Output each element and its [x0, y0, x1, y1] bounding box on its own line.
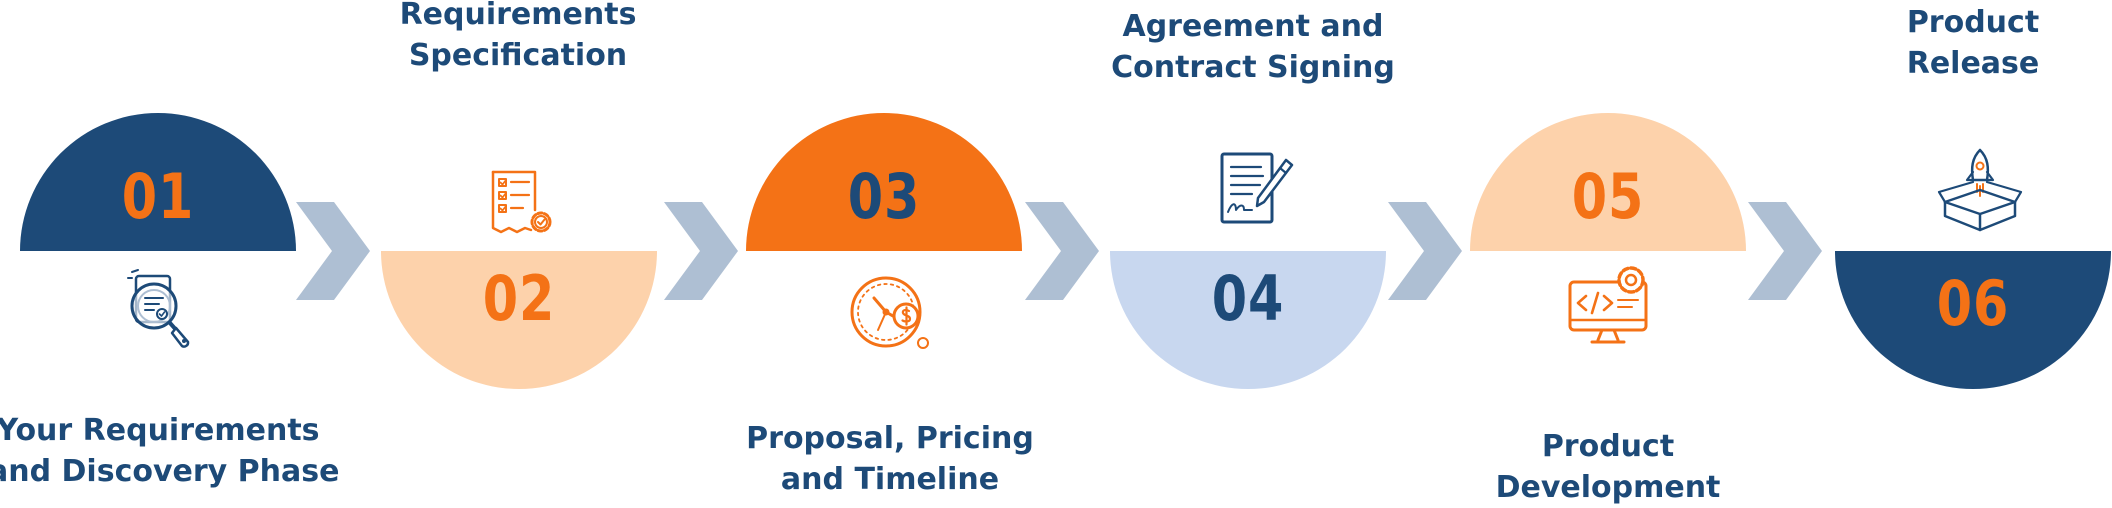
step-04-number: 04 [1211, 262, 1285, 335]
step-02-label: Requirements Specification [399, 0, 637, 73]
step-05-number: 05 [1571, 160, 1645, 233]
step-05-label: Product Development [1495, 429, 1721, 505]
step-03-half-disc [746, 113, 1022, 251]
step-01-label: Your Requirements and Discovery Phase [0, 413, 340, 489]
chevron-arrow-2 [664, 202, 738, 300]
checklist-gear-icon [491, 170, 552, 234]
chevron-arrow-1 [296, 202, 370, 300]
step-02-number: 02 [482, 262, 556, 335]
step-06-half-disc [1835, 251, 2111, 389]
step-06-label: Product Release [1906, 5, 2040, 81]
step-03-number: 03 [847, 160, 921, 233]
step-01-half-disc [20, 113, 296, 251]
step-03-label: Proposal, Pricing and Timeline [746, 421, 1034, 497]
step-01-number: 01 [121, 160, 195, 233]
rocket-box-icon [1937, 148, 2023, 232]
step-04-label: Agreement and Contract Signing [1111, 9, 1395, 85]
chevron-arrow-4 [1388, 202, 1462, 300]
step-05-half-disc [1470, 113, 1746, 251]
step-06-number: 06 [1936, 267, 2010, 340]
code-monitor-icon [1568, 266, 1648, 344]
chevron-arrow-3 [1025, 202, 1099, 300]
step-02-half-disc [381, 251, 657, 389]
chevron-arrow-5 [1748, 202, 1822, 300]
clock-dollar-icon [850, 276, 929, 349]
step-04-half-disc [1110, 251, 1386, 389]
contract-pen-icon [1220, 152, 1294, 224]
document-search-icon [127, 269, 190, 348]
